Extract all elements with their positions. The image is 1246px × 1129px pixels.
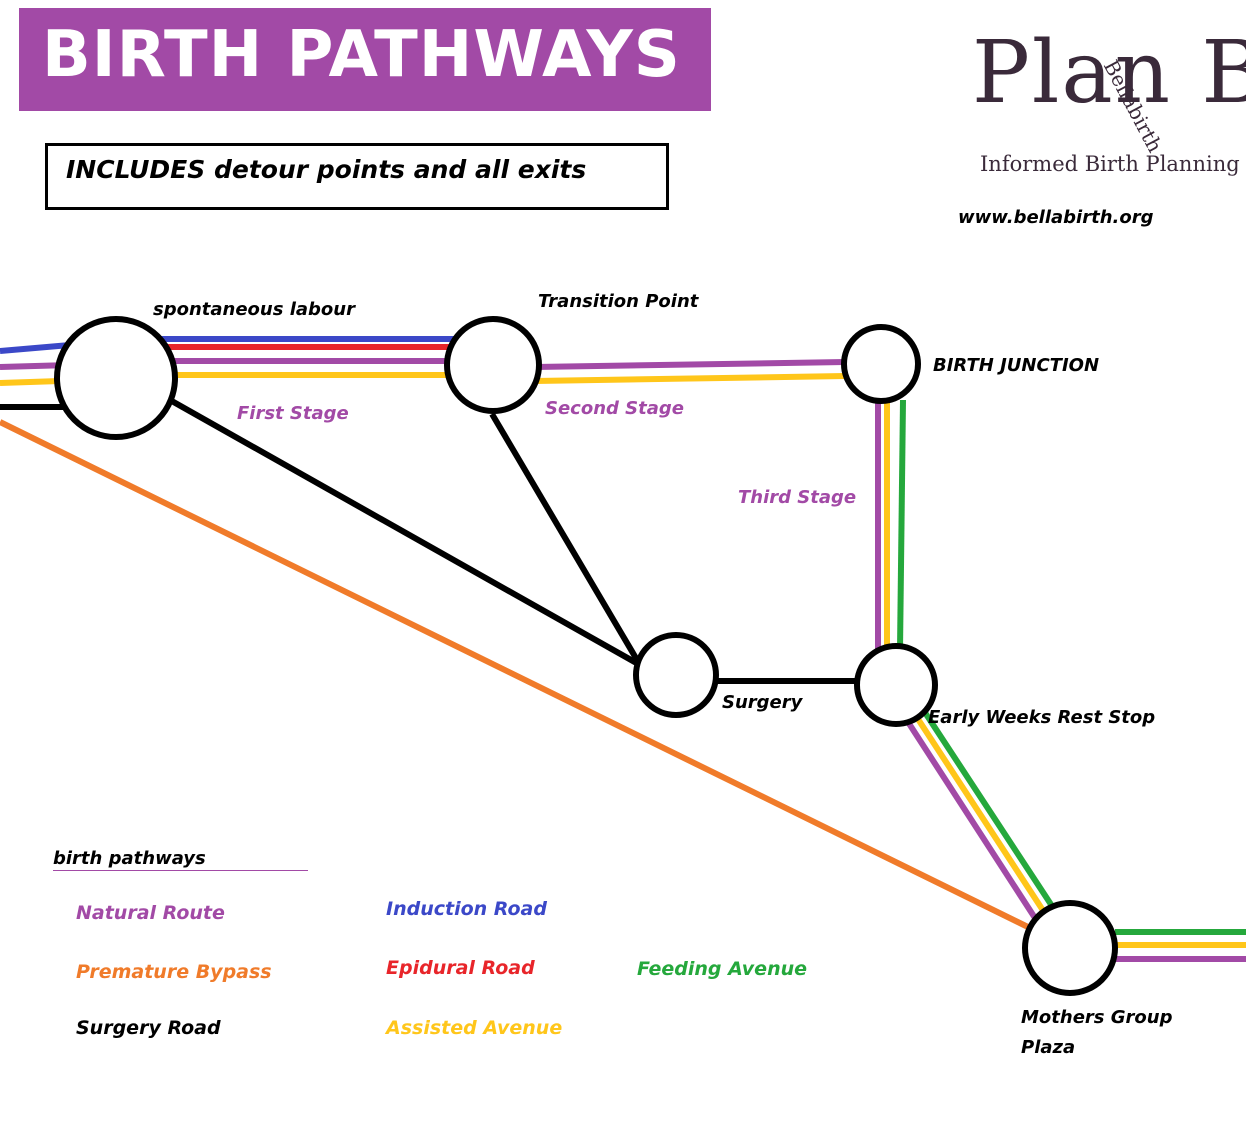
induction-road-entry (0, 342, 71, 354)
surgery-road-transition-to-surgery (489, 412, 643, 667)
station-mothers-group-plaza[interactable] (1022, 900, 1118, 996)
logo-plan-b: Plan B (972, 23, 1246, 123)
natural-route-second-stage (534, 359, 846, 370)
station-early-weeks[interactable] (854, 643, 938, 727)
legend-underline (53, 870, 308, 871)
feeding-avenue-third-stage (897, 399, 906, 651)
assisted-avenue-second-stage (534, 373, 846, 384)
station-birth-junction[interactable] (841, 324, 921, 404)
premature-bypass-line (0, 419, 1032, 931)
logo-url[interactable]: www.bellabirth.org (958, 207, 1154, 228)
label-second-stage: Second Stage (545, 398, 684, 419)
label-mothers-group: Mothers Group (1021, 1007, 1173, 1028)
label-third-stage: Third Stage (738, 487, 857, 508)
legend-induction-road: Induction Road (386, 898, 547, 920)
label-first-stage: First Stage (237, 403, 349, 424)
label-spontaneous-labour: spontaneous labour (153, 299, 355, 320)
legend-epidural-road: Epidural Road (386, 957, 535, 979)
station-surgery[interactable] (633, 632, 719, 718)
label-surgery: Surgery (722, 692, 803, 713)
legend-surgery-road: Surgery Road (76, 1017, 221, 1039)
legend-title: birth pathways (53, 848, 206, 869)
title-banner (19, 8, 711, 111)
legend-natural-route: Natural Route (76, 902, 225, 924)
note-box (45, 143, 669, 210)
assisted-avenue-to-plaza (913, 714, 1047, 914)
feeding-avenue-to-plaza (921, 709, 1055, 908)
natural-route-to-plaza (905, 720, 1038, 920)
surgery-road-labour-to-surgery (168, 397, 642, 668)
page-title: BIRTH PATHWAYS (42, 18, 681, 92)
label-early-weeks: Early Weeks Rest Stop (928, 707, 1156, 728)
label-birth-junction: BIRTH JUNCTION (933, 355, 1100, 376)
logo-tagline: Informed Birth Planning (980, 152, 1240, 176)
legend-assisted-avenue: Assisted Avenue (386, 1017, 563, 1039)
label-transition-point: Transition Point (538, 291, 699, 312)
station-transition-point[interactable] (444, 316, 542, 414)
legend-premature-bypass: Premature Bypass (76, 961, 272, 983)
legend-feeding-avenue: Feeding Avenue (637, 958, 808, 980)
station-spontaneous-labour[interactable] (54, 316, 178, 440)
assisted-avenue-entry (0, 378, 61, 386)
label-mothers-group-plaza: Plaza (1021, 1037, 1076, 1058)
note-text: INCLUDES detour points and all exits (66, 155, 587, 184)
